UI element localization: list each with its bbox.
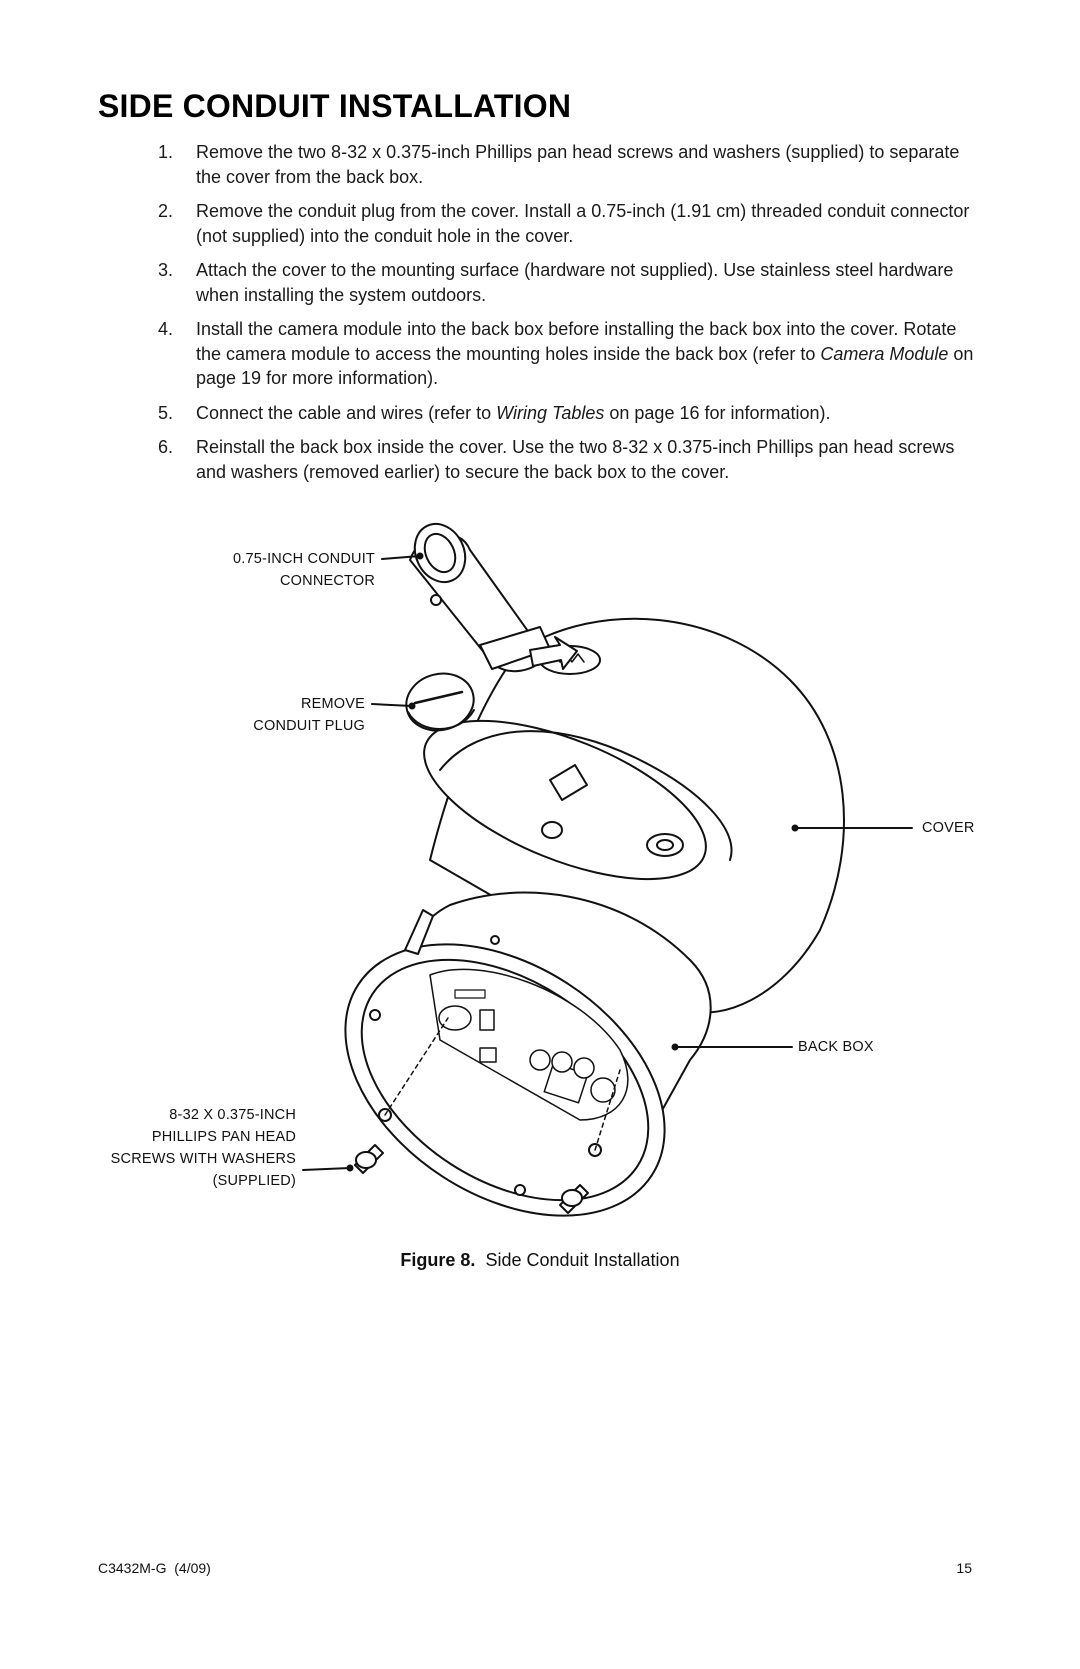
step-item: 3. Attach the cover to the mounting surfa… [158, 258, 978, 307]
step-text: Remove the two 8-32 x 0.375-inch Phillip… [196, 142, 960, 187]
step-number: 1. [158, 142, 174, 162]
callout-back-box: BACK BOX [798, 1036, 918, 1058]
cross-reference: Wiring Tables [496, 402, 605, 423]
step-text: Remove the conduit plug from the cover. … [196, 201, 970, 246]
back-box [344, 891, 712, 1217]
screws-with-washers [354, 1017, 621, 1214]
callout-screws: 8-32 X 0.375-INCH PHILLIPS PAN HEAD SCRE… [90, 1104, 296, 1192]
callout-line: COVER [922, 820, 975, 836]
callout-line: (SUPPLIED) [212, 1173, 296, 1189]
cross-reference: Camera Module [820, 343, 949, 364]
step-item: 6. Reinstall the back box inside the cove… [158, 435, 978, 484]
callout-conduit-plug: REMOVE CONDUIT PLUG [200, 693, 365, 737]
step-item: 2. Remove the conduit plug from the cover… [158, 199, 978, 248]
step-text: Connect the cable and wires (refer to [196, 402, 497, 423]
document-id: C3432M-G (4/09) [98, 1560, 211, 1576]
step-text: on page 16 for information). [604, 402, 831, 423]
step-item: 1. Remove the two 8-32 x 0.375-inch Phill… [158, 140, 978, 189]
callout-line: 0.75-INCH CONDUIT [233, 551, 375, 567]
figure-title: Side Conduit Installation [485, 1250, 680, 1270]
callout-line: PHILLIPS PAN HEAD [151, 1129, 296, 1145]
page-number: 15 [956, 1560, 972, 1576]
callout-line: BACK BOX [798, 1039, 874, 1055]
callout-cover: COVER [922, 817, 1012, 839]
step-number: 2. [158, 201, 174, 221]
callout-line: REMOVE [300, 696, 365, 712]
step-text: Install the camera module into the back … [196, 319, 957, 364]
callout-line: CONNECTOR [280, 573, 375, 589]
conduit-connector [409, 522, 551, 673]
figure-caption: Figure 8. Side Conduit Installation [0, 1250, 1080, 1271]
instruction-list: 1. Remove the two 8-32 x 0.375-inch Phill… [158, 140, 978, 494]
page-title: SIDE CONDUIT INSTALLATION [98, 88, 572, 124]
step-item: 5.Connect the cable and wires (refer to … [158, 401, 978, 426]
figure-label: Figure 8. [400, 1250, 476, 1270]
callout-line: 8-32 X 0.375-INCH [169, 1107, 296, 1123]
leader-conduit-plug [371, 703, 413, 707]
callout-conduit-connector: 0.75-INCH CONDUIT CONNECTOR [180, 548, 375, 592]
conduit-plug [405, 672, 475, 732]
step-number: 6. [158, 437, 174, 457]
step-number: 4. [158, 319, 174, 339]
install-arrow [529, 636, 578, 670]
cover-opening [423, 719, 707, 881]
step-item: 4. Install the camera module into the bac… [158, 317, 978, 391]
callout-line: CONDUIT PLUG [253, 718, 365, 734]
step-number: 5. [158, 402, 174, 423]
leader-conduit-connector [381, 555, 421, 560]
leader-screws [302, 1167, 351, 1171]
step-text: Attach the cover to the mounting surface… [196, 260, 954, 305]
step-text: Reinstall the back box inside the cover.… [196, 437, 955, 482]
callout-line: SCREWS WITH WASHERS [110, 1151, 296, 1167]
step-number: 3. [158, 260, 174, 280]
step-text: on page 19 for more information). [196, 343, 974, 389]
